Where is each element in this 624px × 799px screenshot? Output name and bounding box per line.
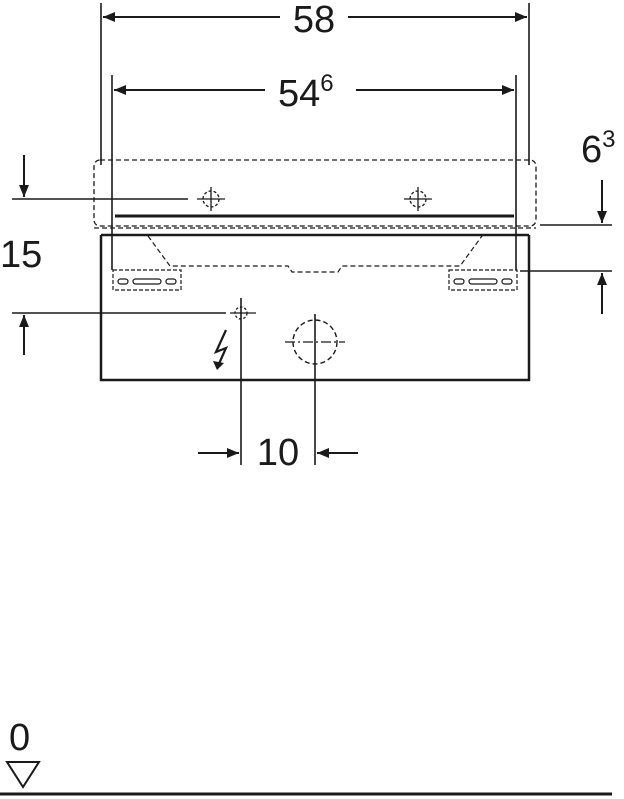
left-rail: [112, 269, 182, 291]
right-rail: [448, 269, 518, 291]
floor-level-label: 0: [9, 717, 30, 759]
electrical-connection-icon: [213, 329, 229, 370]
inner-width-superscript: 6: [320, 70, 333, 97]
mounting-hole-icon: [197, 187, 225, 211]
mounting-hole-icon: [404, 187, 432, 211]
water-connection-icon: [285, 314, 345, 465]
hidden-basin-outline: [147, 235, 483, 273]
top-offset-label: 63: [581, 126, 616, 171]
spacing-label: 10: [257, 432, 299, 474]
top-offset-dimension: [520, 180, 612, 314]
height-label: 15: [0, 234, 42, 276]
electrical-connection-point: [230, 298, 256, 465]
top-offset-main: 6: [581, 129, 602, 171]
dashed-upper-outline: [93, 159, 537, 229]
inner-width-dimension: [111, 75, 517, 270]
overall-width-label: 58: [293, 0, 335, 41]
height-dimension: [12, 155, 226, 355]
floor-level-triangle-icon: [5, 761, 41, 789]
top-offset-superscript: 3: [602, 126, 615, 153]
inner-width-label: 546: [278, 70, 334, 115]
overall-width-dimension: [100, 3, 530, 165]
inner-width-main: 54: [278, 73, 320, 115]
